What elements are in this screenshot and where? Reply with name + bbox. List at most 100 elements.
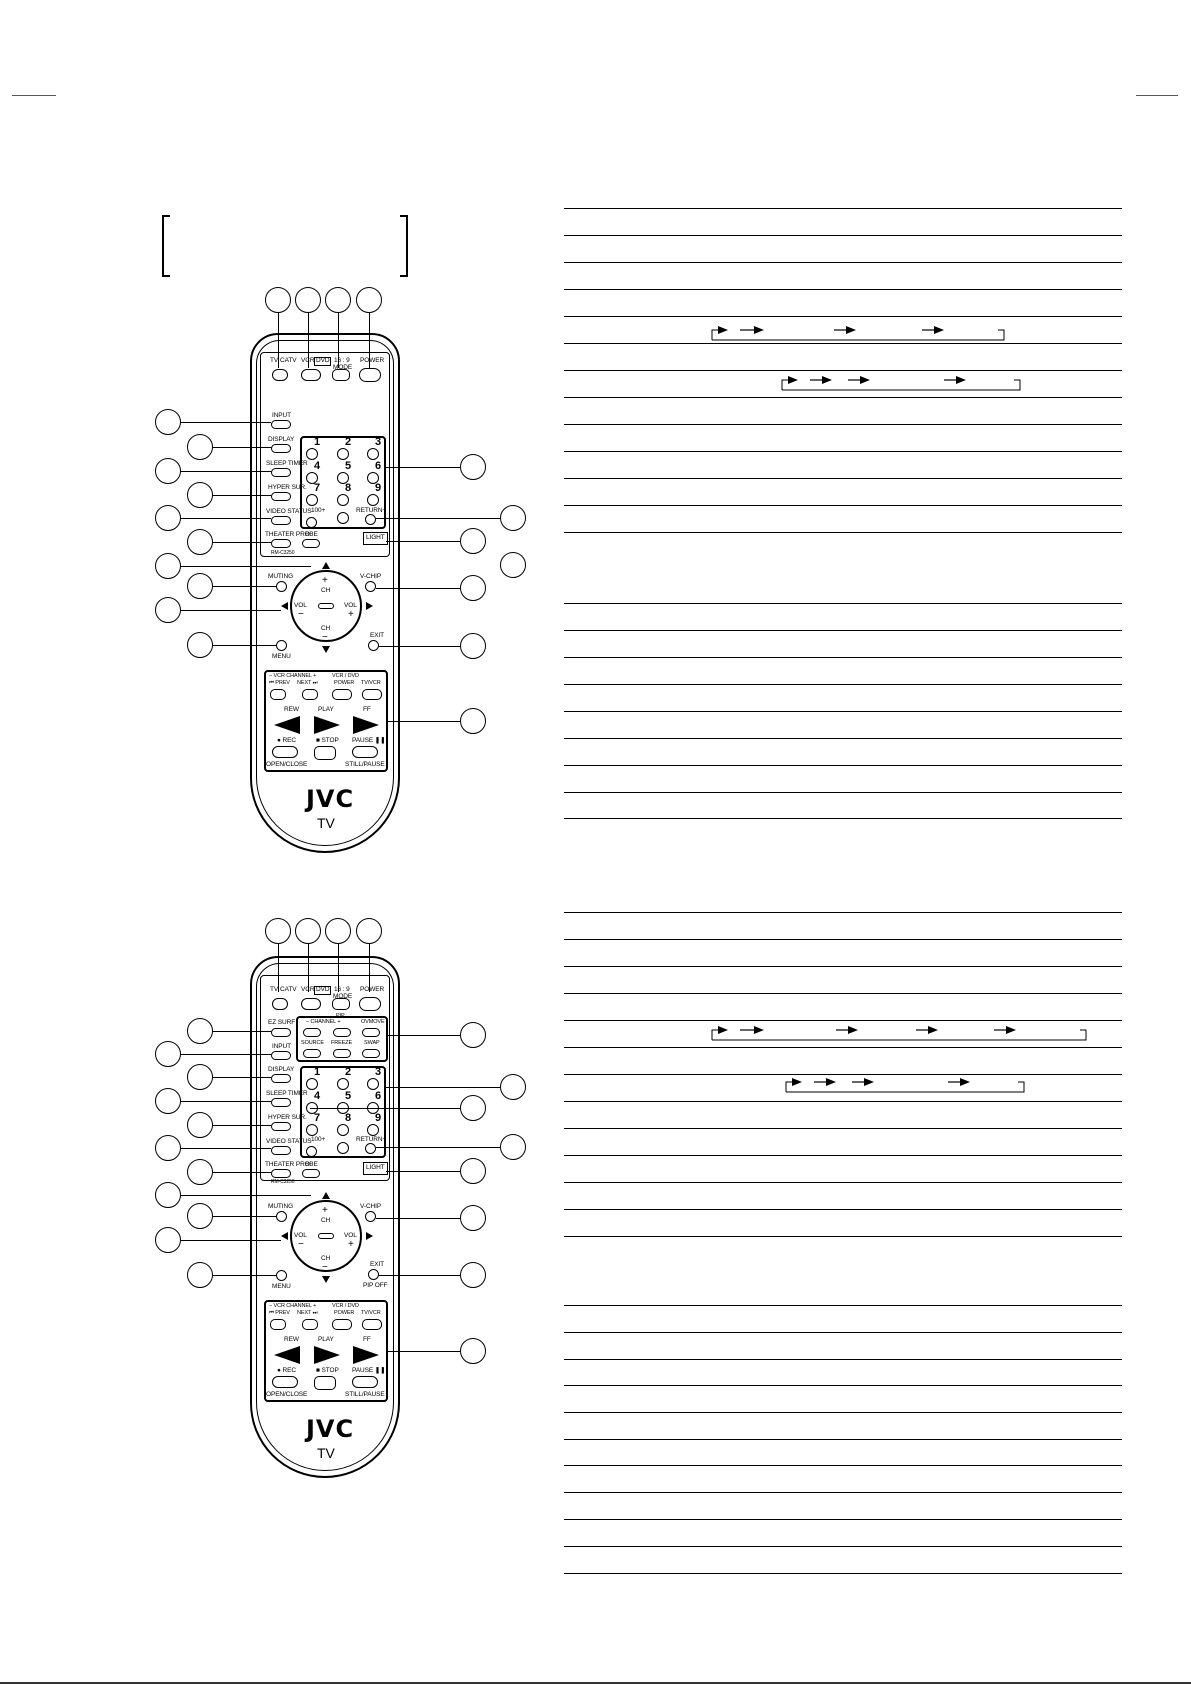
key-9[interactable] (367, 1124, 379, 1136)
muting-button[interactable] (276, 1211, 287, 1222)
key-0[interactable] (337, 1142, 349, 1154)
vcr-channel-minus[interactable] (270, 1319, 286, 1330)
v-chip-button[interactable] (365, 1211, 376, 1222)
hundred-plus-button[interactable] (306, 517, 317, 528)
callout (460, 1262, 486, 1288)
key-8[interactable] (337, 494, 349, 506)
video-status-button[interactable] (271, 1146, 291, 1155)
pip-channel-minus[interactable] (303, 1028, 321, 1037)
swap-button[interactable] (362, 1049, 380, 1058)
exit-button[interactable] (368, 1269, 379, 1280)
stop-button[interactable] (314, 1376, 336, 1390)
key-1[interactable] (306, 448, 318, 460)
vcr-channel-plus[interactable] (302, 689, 318, 700)
theater-pro-button[interactable] (271, 539, 291, 548)
key-2[interactable] (337, 448, 349, 460)
vcr-dvd-switch[interactable] (301, 369, 321, 381)
ff-button[interactable] (353, 1346, 379, 1364)
still-pause-button[interactable] (352, 1376, 378, 1388)
power-label: POWER (360, 986, 385, 993)
return-plus-button[interactable] (365, 1143, 376, 1154)
pip-channel-plus[interactable] (333, 1028, 351, 1037)
vcr-dvd-power[interactable] (332, 1319, 352, 1330)
table-row (564, 1020, 1122, 1021)
play-button[interactable] (314, 1346, 340, 1364)
callout (155, 1135, 181, 1161)
key-4[interactable] (306, 472, 318, 484)
video-status-button[interactable] (271, 516, 291, 525)
table-row (564, 1332, 1122, 1333)
ez-surf-button[interactable] (271, 1028, 291, 1037)
return-plus-button[interactable] (365, 514, 376, 525)
key-0[interactable] (337, 512, 349, 524)
center-button[interactable] (318, 603, 334, 609)
display-button[interactable] (271, 444, 291, 453)
ff-button[interactable] (353, 716, 379, 734)
key-1[interactable] (306, 1078, 318, 1090)
rew-button[interactable] (274, 1346, 300, 1364)
menu-button[interactable] (276, 1270, 287, 1281)
display-button[interactable] (271, 1074, 291, 1083)
key-3[interactable] (367, 1078, 379, 1090)
table-row (564, 738, 1122, 739)
tv-catv-switch[interactable] (272, 369, 288, 381)
vcr-channel-minus[interactable] (270, 689, 286, 700)
digit-2: 2 (345, 436, 352, 448)
key-8[interactable] (337, 1124, 349, 1136)
key-7[interactable] (306, 1124, 318, 1136)
muting-button[interactable] (276, 581, 287, 592)
callout (187, 1159, 213, 1185)
tv-vcr-button[interactable] (362, 689, 382, 700)
play-button[interactable] (314, 716, 340, 734)
input-button[interactable] (271, 1051, 291, 1060)
power-button[interactable] (359, 368, 381, 382)
theater-pro-button[interactable] (271, 1169, 291, 1178)
hundred-plus-button[interactable] (306, 1146, 317, 1157)
vcr-channel-plus[interactable] (302, 1319, 318, 1330)
bbe-button[interactable] (302, 1169, 320, 1178)
ovmove-button[interactable] (362, 1028, 380, 1037)
vcr-dvd-power[interactable] (332, 689, 352, 700)
key-5[interactable] (337, 472, 349, 484)
callout (187, 573, 213, 599)
callout (295, 918, 321, 944)
callout (187, 632, 213, 658)
power-button[interactable] (359, 997, 381, 1011)
stop-button[interactable] (314, 746, 336, 760)
hyper-surr-button[interactable] (271, 492, 291, 501)
center-button[interactable] (318, 1233, 334, 1239)
open-close-button[interactable] (272, 746, 298, 758)
tv-vcr-button[interactable] (362, 1319, 382, 1330)
key-6[interactable] (367, 472, 379, 484)
key-7[interactable] (306, 494, 318, 506)
exit-button[interactable] (368, 640, 379, 651)
source-button[interactable] (303, 1049, 321, 1058)
input-button[interactable] (271, 420, 291, 429)
rew-button[interactable] (274, 716, 300, 734)
sleep-timer-label: SLEEP TIMER (266, 1090, 308, 1097)
tv-catv-switch[interactable] (272, 998, 288, 1010)
aspect-mode-button[interactable] (332, 998, 350, 1010)
menu-button[interactable] (276, 640, 287, 651)
sleep-timer-button[interactable] (271, 468, 291, 477)
still-pause-button[interactable] (352, 746, 378, 758)
vcr-dvd-switch[interactable] (301, 998, 321, 1010)
open-close-button[interactable] (272, 1376, 298, 1388)
ovmove-label: OVMOVE (361, 1019, 385, 1025)
v-chip-button[interactable] (365, 581, 376, 592)
bbe-button[interactable] (302, 539, 320, 548)
hyper-surr-button[interactable] (271, 1122, 291, 1131)
key-2[interactable] (337, 1078, 349, 1090)
freeze-button[interactable] (333, 1049, 351, 1058)
key-9[interactable] (367, 494, 379, 506)
vcr-channel-label: − VCR CHANNEL + (269, 673, 317, 679)
key-3[interactable] (367, 448, 379, 460)
callout (460, 575, 486, 601)
still-pause-label: STILL/PAUSE (345, 761, 385, 768)
aspect-mode-button[interactable] (332, 369, 350, 381)
sleep-timer-button[interactable] (271, 1098, 291, 1107)
callout (187, 1203, 213, 1229)
sleep-timer-label: SLEEP TIMER (266, 460, 308, 467)
callout (500, 505, 526, 531)
vol-left-label: VOL (294, 1232, 307, 1239)
